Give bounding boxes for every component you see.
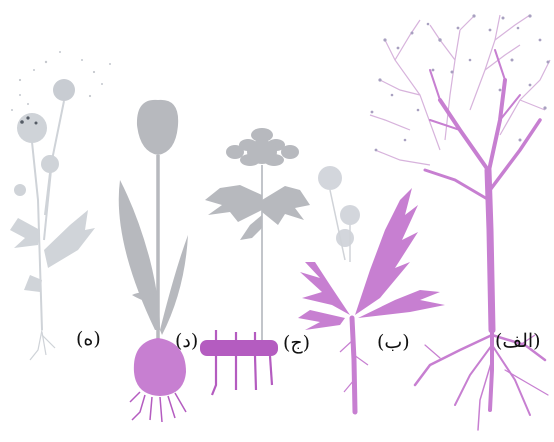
label-a: (الف) — [495, 332, 541, 351]
rhizome-flower — [226, 128, 299, 166]
rhizome-stem — [200, 340, 278, 356]
dandelion-leaves — [298, 188, 445, 330]
tulip-flower — [137, 100, 178, 155]
tree-branches — [425, 50, 540, 330]
tulip-leaves — [119, 180, 188, 335]
label-e: (ه) — [76, 330, 101, 349]
label-d: (د) — [175, 332, 198, 351]
poppy-plant — [10, 51, 111, 360]
poppy-pod — [53, 79, 75, 101]
bulb-plant — [119, 100, 188, 422]
rhizome-plant — [200, 128, 310, 395]
label-c: (ج) — [283, 334, 310, 353]
poppy-leaves — [10, 210, 95, 292]
label-b: (ب) — [377, 333, 410, 352]
dandelion-taproot — [352, 318, 355, 412]
rhizome-leaves — [205, 185, 310, 240]
